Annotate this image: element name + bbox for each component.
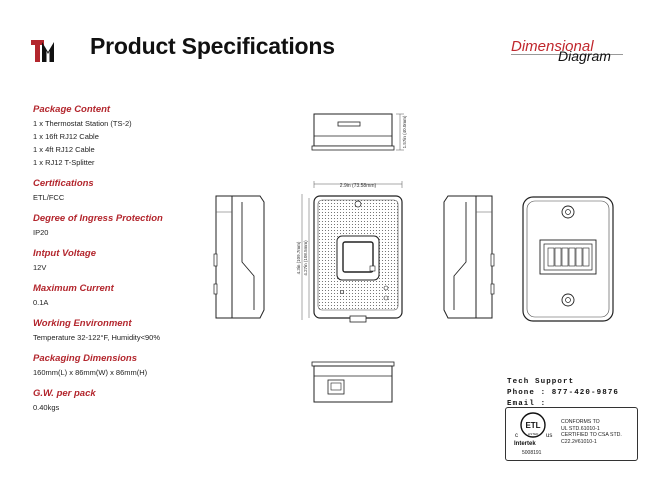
- spec-ingress-protection: Degree of Ingress Protection IP20: [33, 212, 263, 239]
- spec-gross-weight: G.W. per pack 0.40kgs: [33, 387, 263, 414]
- spec-line: 0.40kgs: [33, 403, 60, 412]
- back-view-drawing: [522, 196, 614, 322]
- spec-maximum-current: Maximum Current 0.1A: [33, 282, 263, 309]
- etl-mark-us: us: [546, 433, 552, 439]
- top-view-drawing: 1.57in (40.0mm): [311, 113, 407, 151]
- spec-line: 1 x 16ft RJ12 Cable: [33, 132, 99, 141]
- specs-list: Package Content 1 x Thermostat Station (…: [33, 103, 263, 422]
- tech-support-phone: Phone : 877-420-9876: [507, 389, 620, 397]
- intertek-brand: Intertek: [514, 441, 536, 447]
- spec-line: ETL/FCC: [33, 193, 65, 202]
- diagram-label: Diagram: [558, 48, 611, 64]
- spec-title: Intput Voltage: [33, 248, 96, 259]
- spec-title: Certifications: [33, 178, 94, 189]
- spec-title: Degree of Ingress Protection: [33, 213, 163, 224]
- width-dimension-label: 2.9in (73.58mm): [340, 183, 377, 189]
- spec-title: Maximum Current: [33, 283, 114, 294]
- spec-line: 12V: [33, 263, 47, 272]
- etl-mark-c: c: [515, 433, 518, 439]
- height-dimension-outer: 4.3in (109.7mm): [296, 241, 301, 274]
- page-title: Product Specifications: [90, 33, 335, 59]
- etl-mark-listed: LISTED: [528, 432, 539, 436]
- etl-listed-mark: ETL c us LISTED: [515, 412, 552, 439]
- certification-statement: CONFORMS TO UL STD.61010-1 CERTIFIED TO …: [561, 419, 622, 445]
- certification-number: 5008191: [522, 450, 542, 456]
- spec-line: 1 x Thermostat Station (TS-2): [33, 119, 132, 128]
- spec-line: 0.1A: [33, 298, 49, 307]
- spec-input-voltage: Intput Voltage 12V: [33, 247, 263, 274]
- spec-title: Package Content: [33, 104, 111, 115]
- height-dimension-inner: 4.27in (108.5mm): [303, 240, 308, 276]
- spec-working-environment: Working Environment Temperature 32-122°F…: [33, 317, 263, 344]
- spec-line: 160mm(L) x 86mm(W) x 86mm(H): [33, 368, 148, 377]
- spec-certifications: Certifications ETL/FCC: [33, 177, 263, 204]
- front-view-drawing: 2.9in (73.58mm) 4.3in (109.7mm) 4.27in (…: [296, 181, 403, 323]
- left-side-view-drawing: [213, 195, 265, 319]
- spec-line: 1 x 4ft RJ12 Cable: [33, 145, 95, 154]
- spec-line: 1 x RJ12 T-Splitter: [33, 158, 95, 167]
- cert-line: CERTIFIED TO CSA STD.: [561, 432, 622, 438]
- bottom-view-drawing: [311, 361, 395, 403]
- depth-dimension-label: 1.57in (40.0mm): [402, 115, 407, 148]
- cert-line: CONFORMS TO: [561, 419, 600, 425]
- spec-line: IP20: [33, 228, 49, 237]
- dimensional-label: Dimensional: [511, 38, 594, 55]
- spec-title: Working Environment: [33, 318, 132, 329]
- spec-package-content: Package Content 1 x Thermostat Station (…: [33, 103, 263, 169]
- spec-packaging-dimensions: Packaging Dimensions 160mm(L) x 86mm(W) …: [33, 352, 263, 379]
- spec-title: G.W. per pack: [33, 388, 96, 399]
- tech-support-title: Tech Support: [507, 378, 575, 386]
- right-side-view-drawing: [443, 195, 495, 319]
- cert-line: C22.2#61010-1: [561, 438, 597, 445]
- spec-title: Packaging Dimensions: [33, 353, 138, 364]
- spec-line: Temperature 32-122°F, Humidity<90%: [33, 333, 161, 342]
- trolmaster-logo: [31, 40, 54, 62]
- cert-line: UL STD.61010-1: [561, 425, 600, 432]
- etl-mark-text: ETL: [525, 421, 540, 430]
- dimensional-divider: [511, 54, 623, 55]
